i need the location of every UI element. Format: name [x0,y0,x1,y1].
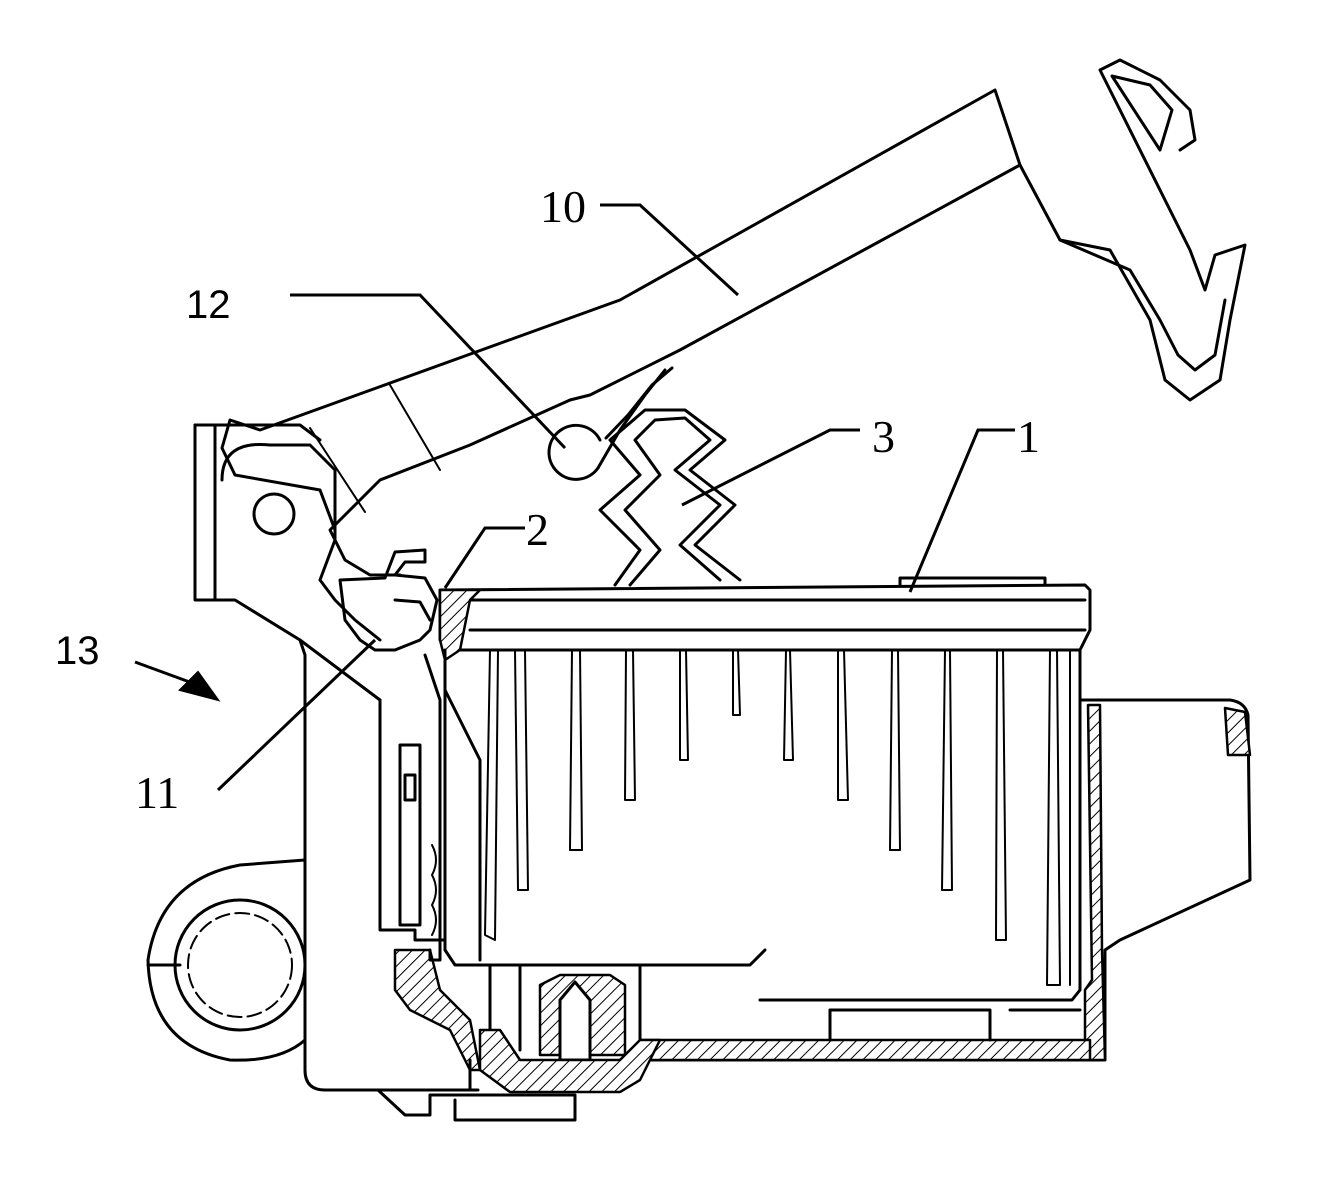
arrow-13 [135,662,218,700]
contact-spring-3 [600,410,740,585]
label-2: 2 [526,504,549,555]
label-13: 13 [55,629,100,673]
pivot-bracket [195,425,380,860]
lever [222,60,1245,575]
label-1: 1 [1017,411,1040,462]
needles [485,650,1070,985]
cartridge-lid [440,578,1090,660]
gear [148,860,305,1060]
cartridge-walls [445,650,1080,1000]
label-3: 3 [872,411,895,462]
valve-base [305,860,660,1120]
label-10: 10 [540,181,586,232]
latch-11 [300,550,445,960]
right-housing [620,700,1250,1060]
label-11: 11 [135,767,179,818]
label-12: 12 [186,283,231,327]
